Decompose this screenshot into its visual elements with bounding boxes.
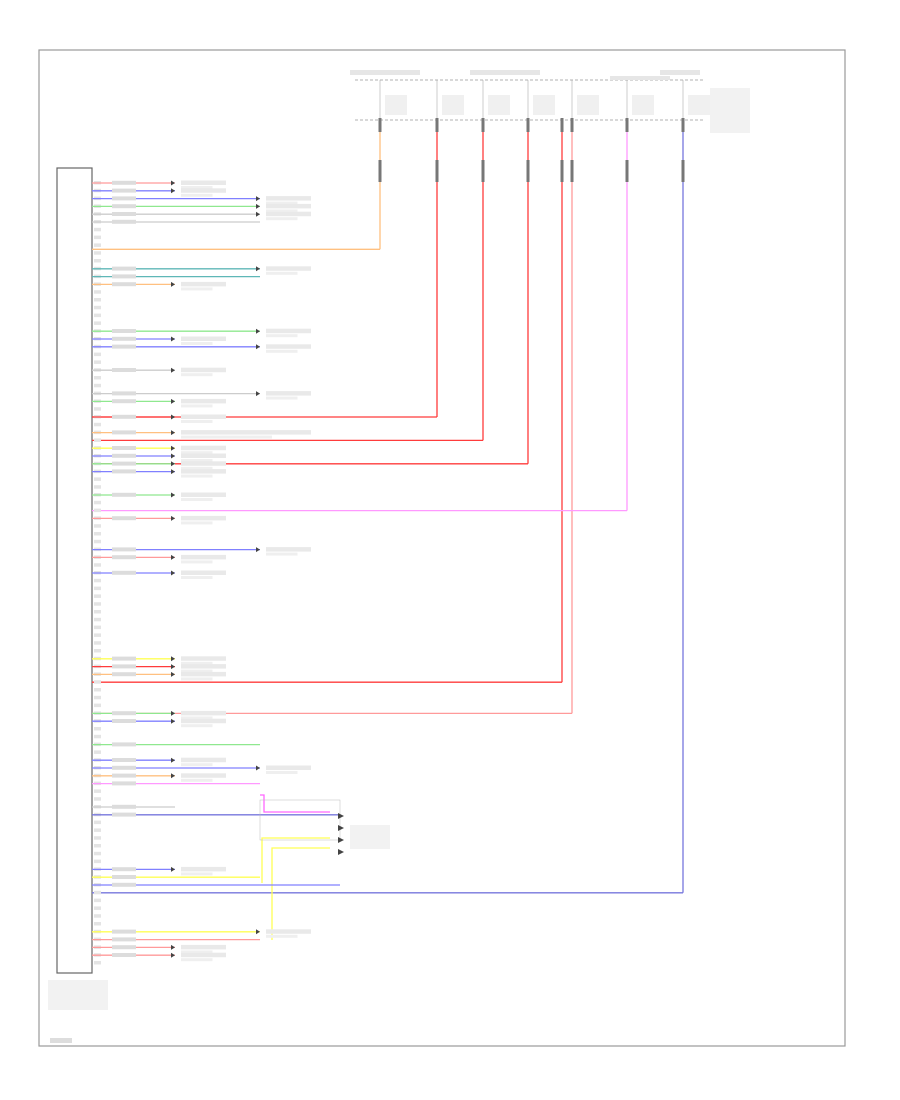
pin-row-11 [92, 266, 311, 275]
fuse-label-hot-start [660, 70, 700, 75]
pin-row-5 [92, 219, 260, 224]
pin-row-75 [92, 765, 311, 774]
pin-row-3 [92, 203, 311, 213]
pin-row-30 [92, 414, 226, 423]
pin-row-50 [92, 570, 226, 579]
loop-wire-1 [260, 794, 330, 813]
pin-row-81 [92, 812, 340, 817]
pin-row-24 [92, 367, 226, 377]
pin-row-19 [92, 328, 311, 338]
fuse-label-engine-comp [610, 76, 670, 80]
pin-row-37 [92, 469, 226, 478]
pin-row-47 [92, 547, 311, 556]
pin-row-20 [92, 336, 226, 345]
pin-row-96 [92, 929, 311, 938]
pin-row-99 [92, 952, 226, 962]
module-name-label [48, 980, 108, 1010]
fuse-label-hot-at-all-times [470, 70, 540, 75]
pin-row-40 [92, 492, 226, 501]
pin-row-36 [92, 461, 226, 470]
feed-wire-8 [92, 118, 685, 894]
pin-row-77 [92, 781, 260, 786]
power-feed-wires [92, 118, 685, 940]
connector-x4 [259, 799, 390, 855]
pin-row-27 [92, 391, 311, 400]
pin-row-97 [92, 937, 260, 942]
feed-wire-4 [92, 118, 530, 465]
feed-wire-2 [92, 118, 439, 418]
pin-row-1 [92, 188, 226, 197]
pin-row-69 [92, 718, 226, 728]
feed-wire-3 [92, 118, 485, 442]
feed-wire-1 [92, 118, 382, 250]
loop-wire-2 [261, 837, 330, 883]
pin-row-61 [92, 656, 226, 665]
pin-row-74 [92, 757, 226, 767]
pin-row-76 [92, 773, 226, 782]
pin-row-2 [92, 196, 311, 205]
pin-row-90 [92, 882, 340, 887]
pin-row-98 [92, 944, 226, 954]
connector-x4-label [350, 825, 390, 849]
feed-wire-6 [92, 118, 574, 715]
loop-wire-3 [271, 847, 330, 940]
pin-row-88 [92, 866, 226, 876]
pin-row-34 [92, 445, 226, 455]
pin-row-28 [92, 398, 226, 408]
footer-label [50, 1038, 72, 1043]
pin-row-32 [92, 430, 311, 439]
pin-row-21 [92, 344, 311, 353]
pin-rows [92, 180, 340, 965]
pin-row-48 [92, 554, 226, 564]
pin-row-62 [92, 664, 226, 673]
pin-row-43 [92, 515, 226, 525]
pin-row-4 [92, 211, 311, 221]
fuse-block-side-label [710, 88, 750, 133]
feed-wire-7 [92, 118, 629, 512]
feed-wire-5 [92, 118, 564, 683]
central-electronic-module [56, 167, 93, 974]
pin-row-80 [92, 804, 175, 809]
pin-row-13 [92, 281, 226, 291]
pin-row-35 [92, 453, 226, 462]
pin-row-63 [92, 671, 226, 681]
pin-row-72 [92, 742, 260, 747]
pin-row-12 [92, 274, 260, 279]
pin-row-89 [92, 875, 260, 879]
pin-row-0 [92, 180, 226, 189]
pin-row-68 [92, 710, 226, 720]
fuse-block-top [350, 70, 750, 133]
diagram-border [38, 49, 846, 1047]
fuse-label-hot-in-run [350, 70, 420, 75]
